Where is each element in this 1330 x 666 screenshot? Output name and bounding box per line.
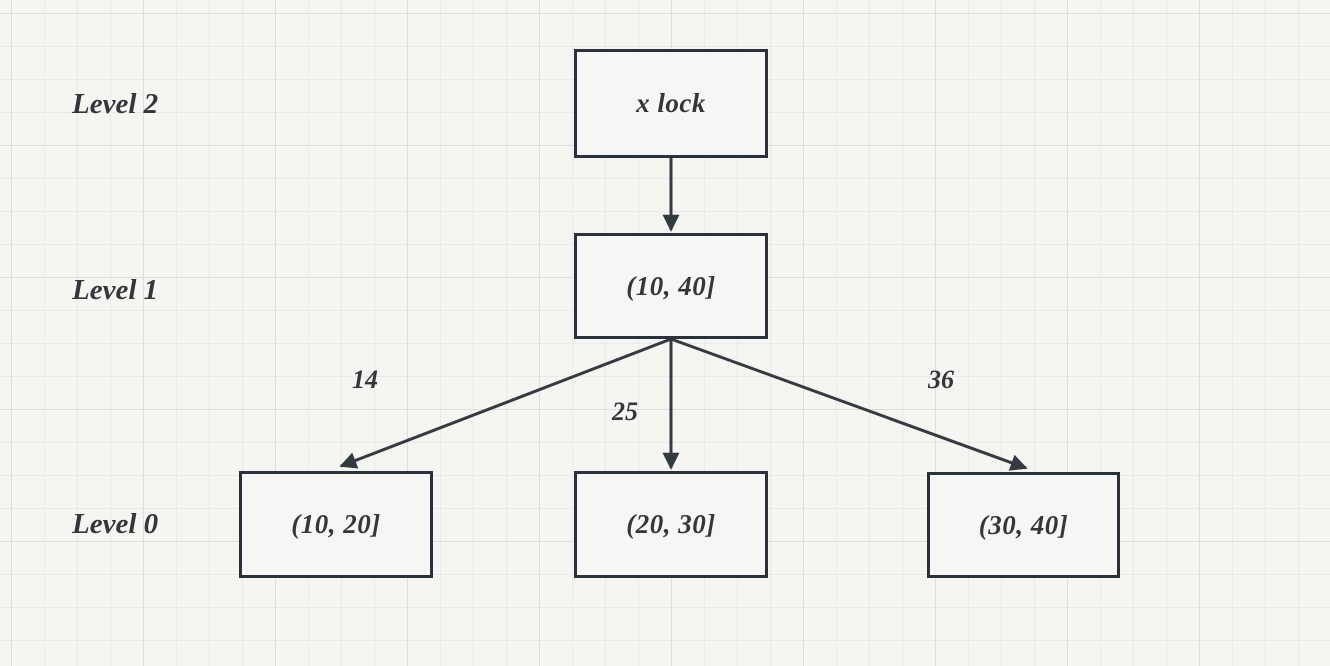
- node-range-10-40: (10, 40]: [574, 233, 768, 339]
- edge-label-14: 14: [352, 365, 378, 394]
- node-range-30-40-label: (30, 40]: [978, 509, 1069, 540]
- node-range-20-30-label: (20, 30]: [626, 509, 716, 539]
- node-x-lock-label: x lock: [636, 88, 706, 118]
- node-range-20-30: (20, 30]: [574, 471, 768, 578]
- edge-10-40-to-30-40: [670, 337, 1028, 471]
- node-range-30-40: (30, 40]: [927, 472, 1120, 578]
- edge-label-36: 36: [928, 365, 954, 394]
- level-1-label: Level 1: [72, 274, 159, 306]
- node-range-10-20-label: (10, 20]: [291, 509, 381, 539]
- level-0-label: Level 0: [72, 508, 159, 540]
- node-range-10-20: (10, 20]: [239, 471, 433, 578]
- level-2-label: Level 2: [72, 88, 159, 120]
- node-range-10-40-label: (10, 40]: [626, 270, 716, 301]
- edge-label-25: 25: [612, 397, 638, 426]
- node-x-lock: x lock: [574, 49, 768, 158]
